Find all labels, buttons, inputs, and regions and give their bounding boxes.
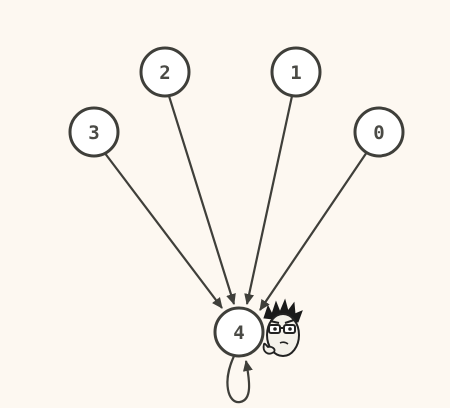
node-4[interactable]: 4 [213,306,265,358]
node-3-label: 3 [88,122,99,144]
node-1-circle [270,46,322,98]
node-0[interactable]: 0 [353,106,405,158]
edge-4-self-loop [226,355,253,404]
node-2-circle [139,46,191,98]
node-1-label: 1 [290,62,301,84]
thinking-face-icon [262,298,303,357]
edge-1-to-4 [244,95,294,305]
node-3-circle [68,106,120,158]
node-0-label: 0 [373,122,384,144]
node-3[interactable]: 3 [68,106,120,158]
node-2-label: 2 [159,62,170,84]
node-4-label: 4 [233,322,244,344]
node-1[interactable]: 1 [270,46,322,98]
edge-2-to-4 [167,95,236,305]
node-0-circle [353,106,405,158]
edge-3-to-4 [103,151,223,309]
node-2[interactable]: 2 [139,46,191,98]
node-4-circle [213,306,265,358]
edge-0-to-4 [259,151,368,311]
